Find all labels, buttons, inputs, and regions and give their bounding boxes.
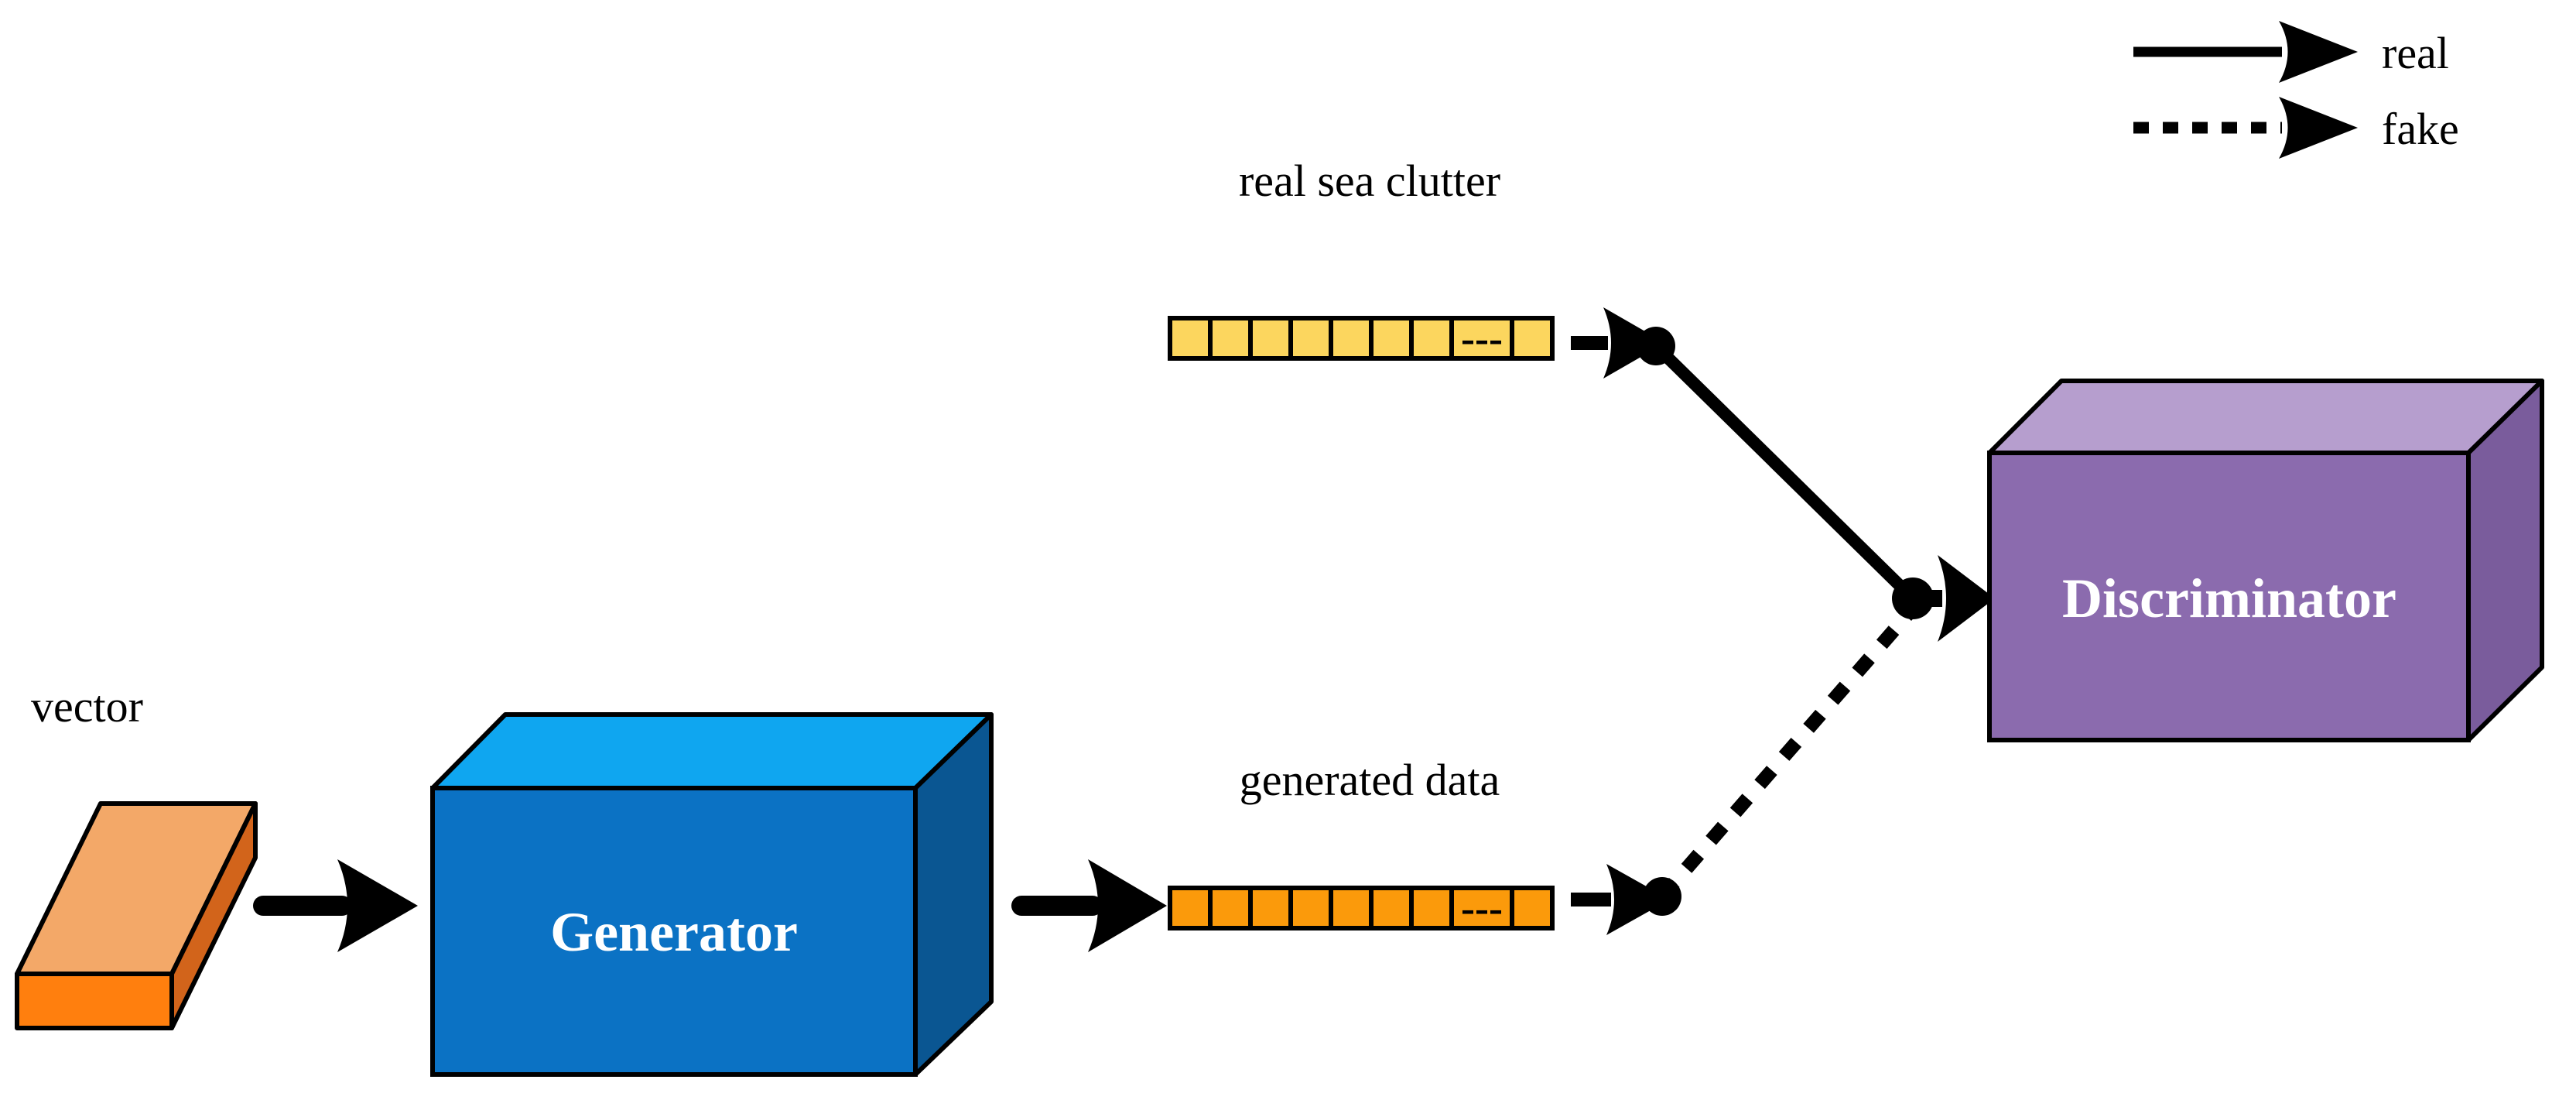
real-junction-dot [1637,327,1675,365]
real-ellipsis-glyph: --- [1461,315,1503,362]
generated-cell-5 [1329,886,1374,930]
generator-label: Generator [550,901,798,963]
edge-vector-to-generator [253,859,418,952]
vector-end-cap-face [15,972,174,1030]
discriminator-front-face [1987,451,2471,742]
generated-cell-3 [1248,886,1293,930]
edge-vector-to-generator-arrowhead-icon [337,859,418,952]
generated-sequence-node[interactable]: generated data --- [1168,755,1555,931]
generator-front-face [430,786,918,1077]
edge-generator-to-generated-data [1011,859,1167,952]
generated-cell-1 [1168,886,1213,930]
real-cell-1 [1168,316,1213,361]
generated-sequence-cells: --- [1168,885,1555,931]
real-cell-5 [1329,316,1374,361]
real-cell-7 [1409,316,1454,361]
discriminator-top-face [1987,379,2544,455]
edge-real-path [1571,307,1919,605]
real-cell-2 [1208,316,1253,361]
real-sequence-node[interactable]: real sea clutter --- [1168,156,1555,362]
real-sequence-label: real sea clutter [1239,156,1500,206]
generated-cell-2 [1208,886,1253,930]
real-cell-3 [1248,316,1293,361]
legend: real fake [2133,21,2459,159]
vector-label: vector [31,681,143,732]
edge-merge-arrowhead-icon [1938,555,1995,642]
legend-real-arrowhead-icon [2279,21,2358,83]
generated-cell-6 [1369,886,1414,930]
generator-node[interactable]: Generator [430,712,994,1077]
discriminator-node[interactable]: Discriminator [1987,379,2544,742]
edge-real-diagonal-line [1650,340,1919,605]
edge-fake-path [1571,604,1918,935]
edge-generator-to-generated-arrowhead-icon [1088,859,1167,952]
real-cell-6 [1369,316,1414,361]
generated-sequence-label: generated data [1240,755,1500,805]
generated-ellipsis-glyph: --- [1461,885,1503,931]
generator-top-face [430,712,994,790]
generated-cell-7 [1409,886,1454,930]
merge-junction-dot [1892,577,1934,619]
edge-merge-to-discriminator [1892,555,1995,642]
edge-fake-diagonal-line [1657,604,1918,901]
generated-cell-9 [1510,886,1555,930]
real-sequence-cells: --- [1168,315,1555,362]
generated-cell-4 [1288,886,1333,930]
edge-fake-arrowhead-icon [1606,864,1670,935]
legend-row-real: real [2133,21,2449,83]
legend-fake-arrowhead-icon [2279,97,2358,159]
legend-label-fake: fake [2382,104,2459,154]
vector-node[interactable]: vector [15,681,258,1030]
discriminator-label: Discriminator [2062,567,2396,629]
fake-junction-dot [1643,877,1681,916]
real-cell-9 [1510,316,1555,361]
real-cell-4 [1288,316,1333,361]
legend-row-fake: fake [2133,97,2459,159]
legend-label-real: real [2382,28,2449,78]
edge-real-arrowhead-icon [1603,307,1665,379]
